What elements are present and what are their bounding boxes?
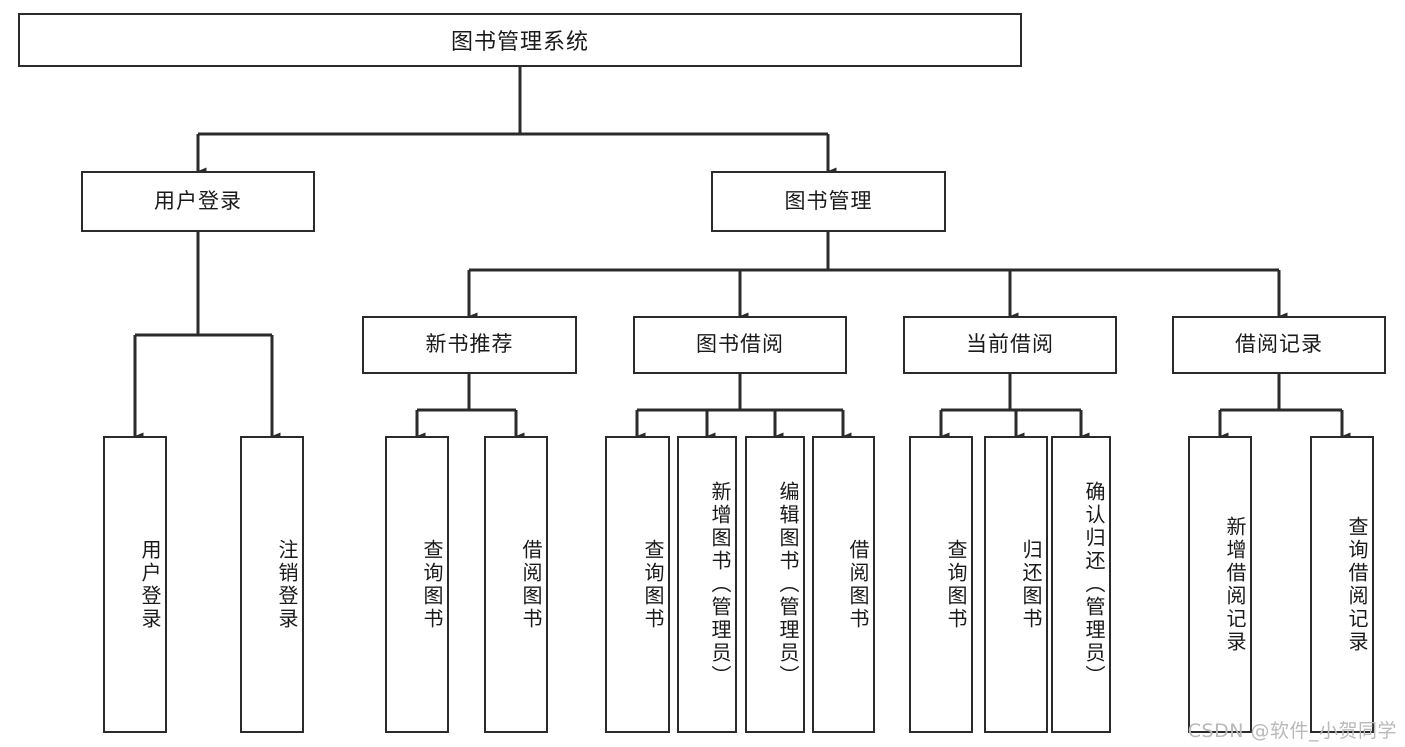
- csdn-watermark: CSDN @软件_小贺同学: [1187, 720, 1397, 742]
- leaf-borrow-book-brw[interactable]: 借阅图书: [812, 436, 875, 733]
- node-user-login[interactable]: 用户登录: [81, 171, 315, 232]
- leaf-edit-book[interactable]: 编辑图书（管理员）: [745, 436, 805, 733]
- leaf-label: 归还图书: [1019, 538, 1043, 631]
- leaf-confirm-return[interactable]: 确认归还（管理员）: [1051, 436, 1111, 733]
- leaf-label: 查询图书: [641, 538, 665, 631]
- leaf-add-record[interactable]: 新增借阅记录: [1188, 436, 1252, 733]
- node-borrow-records[interactable]: 借阅记录: [1172, 316, 1386, 374]
- leaf-add-book[interactable]: 新增图书（管理员）: [677, 436, 737, 733]
- leaf-logout[interactable]: 注销登录: [240, 436, 304, 733]
- leaf-label: 确认归还（管理员）: [1082, 481, 1106, 688]
- leaf-label: 用户登录: [138, 538, 162, 631]
- leaf-query-book-cur[interactable]: 查询图书: [909, 436, 973, 733]
- node-current-borrowing[interactable]: 当前借阅: [903, 316, 1117, 374]
- node-root-system[interactable]: 图书管理系统: [18, 13, 1022, 67]
- node-new-book-recommendation[interactable]: 新书推荐: [362, 316, 577, 374]
- leaf-label: 新增图书（管理员）: [708, 481, 732, 688]
- leaf-label: 编辑图书（管理员）: [776, 481, 800, 688]
- leaf-query-book-brw[interactable]: 查询图书: [605, 436, 670, 733]
- leaf-label: 查询借阅记录: [1345, 515, 1369, 654]
- node-book-management[interactable]: 图书管理: [711, 171, 946, 232]
- leaf-user-login[interactable]: 用户登录: [103, 436, 167, 733]
- leaf-label: 新增借阅记录: [1223, 515, 1247, 654]
- tree-connectors: [133, 67, 1351, 440]
- leaf-label: 借阅图书: [519, 538, 543, 631]
- leaf-return-book[interactable]: 归还图书: [984, 436, 1048, 733]
- leaf-label: 注销登录: [275, 538, 299, 631]
- leaf-label: 查询图书: [944, 538, 968, 631]
- leaf-label: 借阅图书: [846, 538, 870, 631]
- leaf-borrow-book-rec[interactable]: 借阅图书: [484, 436, 548, 733]
- leaf-label: 查询图书: [420, 538, 444, 631]
- leaf-query-record[interactable]: 查询借阅记录: [1310, 436, 1374, 733]
- leaf-query-book-rec[interactable]: 查询图书: [385, 436, 449, 733]
- node-book-borrowing[interactable]: 图书借阅: [633, 316, 847, 374]
